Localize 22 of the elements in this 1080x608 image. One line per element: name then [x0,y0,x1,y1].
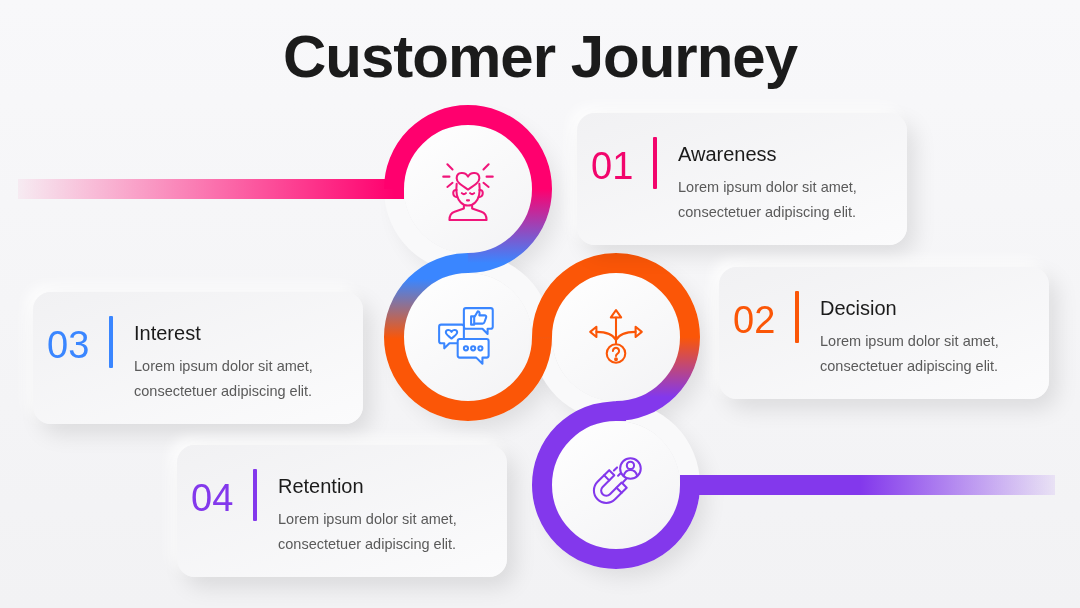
ribbon-connector [18,179,404,199]
ribbon-connector [384,253,552,421]
step-number: 04 [191,476,234,520]
step-title: Retention [278,474,364,498]
step-card [177,445,507,577]
step-title: Decision [820,296,897,320]
step-card [719,267,1049,399]
step-card [577,113,907,245]
step-number: 02 [733,298,776,342]
ribbon-connector [384,105,552,273]
step-number: 01 [591,144,634,188]
ribbon-connector [532,253,700,421]
step-title: Interest [134,321,201,345]
step-number: 03 [47,323,90,367]
title: Customer Journey [282,27,798,87]
ribbon-connector [532,401,1055,569]
step-title: Awareness [678,142,777,166]
step-description: Lorem ipsum dolor sit amet, consectetuer adipiscing elit. [820,332,1000,376]
step-card [33,292,363,424]
step-description: Lorem ipsum dolor sit amet, consectetuer adipiscing elit. [278,510,458,554]
step-description: Lorem ipsum dolor sit amet, consectetuer adipiscing elit. [134,357,314,401]
step-description: Lorem ipsum dolor sit amet, consectetuer adipiscing elit. [678,178,858,222]
